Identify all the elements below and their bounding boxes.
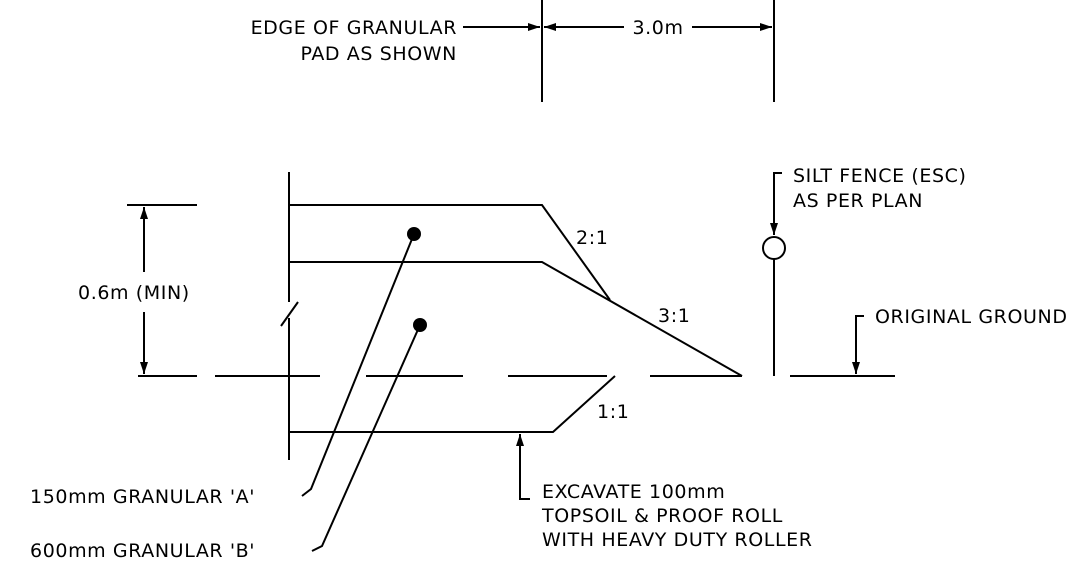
- excavate-label-line1: EXCAVATE 100mm: [542, 481, 725, 503]
- granular-b-top-surface: [289, 261, 743, 377]
- slope-label-1-1: 1:1: [597, 401, 629, 423]
- width-dimension-label: 3.0m: [632, 17, 683, 39]
- slope-label-2-1: 2:1: [576, 227, 608, 249]
- granular-a-label: 150mm GRANULAR 'A': [30, 486, 255, 508]
- granular-a-leader: [301, 233, 415, 497]
- edge-of-pad-label-line2: PAD AS SHOWN: [300, 43, 457, 65]
- silt-fence-label-line1: SILT FENCE (ESC): [793, 165, 967, 187]
- silt-fence-label-line2: AS PER PLAN: [793, 190, 923, 212]
- slope-label-3-1: 3:1: [658, 305, 690, 327]
- silt-fence-post-icon: [762, 236, 786, 260]
- excavation-bottom-line: [289, 375, 616, 433]
- width-dimension: 3.0m: [463, 0, 775, 102]
- excavate-label-line2: TOPSOIL & PROOF ROLL: [541, 505, 783, 527]
- section-break-line: [280, 172, 299, 460]
- excavate-label-line3: WITH HEAVY DUTY ROLLER: [542, 529, 813, 551]
- height-dimension-label: 0.6m (MIN): [78, 282, 190, 304]
- granular-a-top-surface: [289, 204, 611, 301]
- original-ground-label: ORIGINAL GROUND: [875, 306, 1068, 328]
- height-dimension: 0.6m (MIN): [78, 204, 197, 374]
- silt-fence: [762, 172, 786, 376]
- granular-b-label: 600mm GRANULAR 'B': [30, 540, 255, 562]
- original-ground-leader: [855, 315, 864, 330]
- granular-b-leader: [311, 324, 421, 552]
- edge-of-pad-label-line1: EDGE OF GRANULAR: [251, 17, 457, 39]
- excavate-leader-hook: [519, 491, 530, 500]
